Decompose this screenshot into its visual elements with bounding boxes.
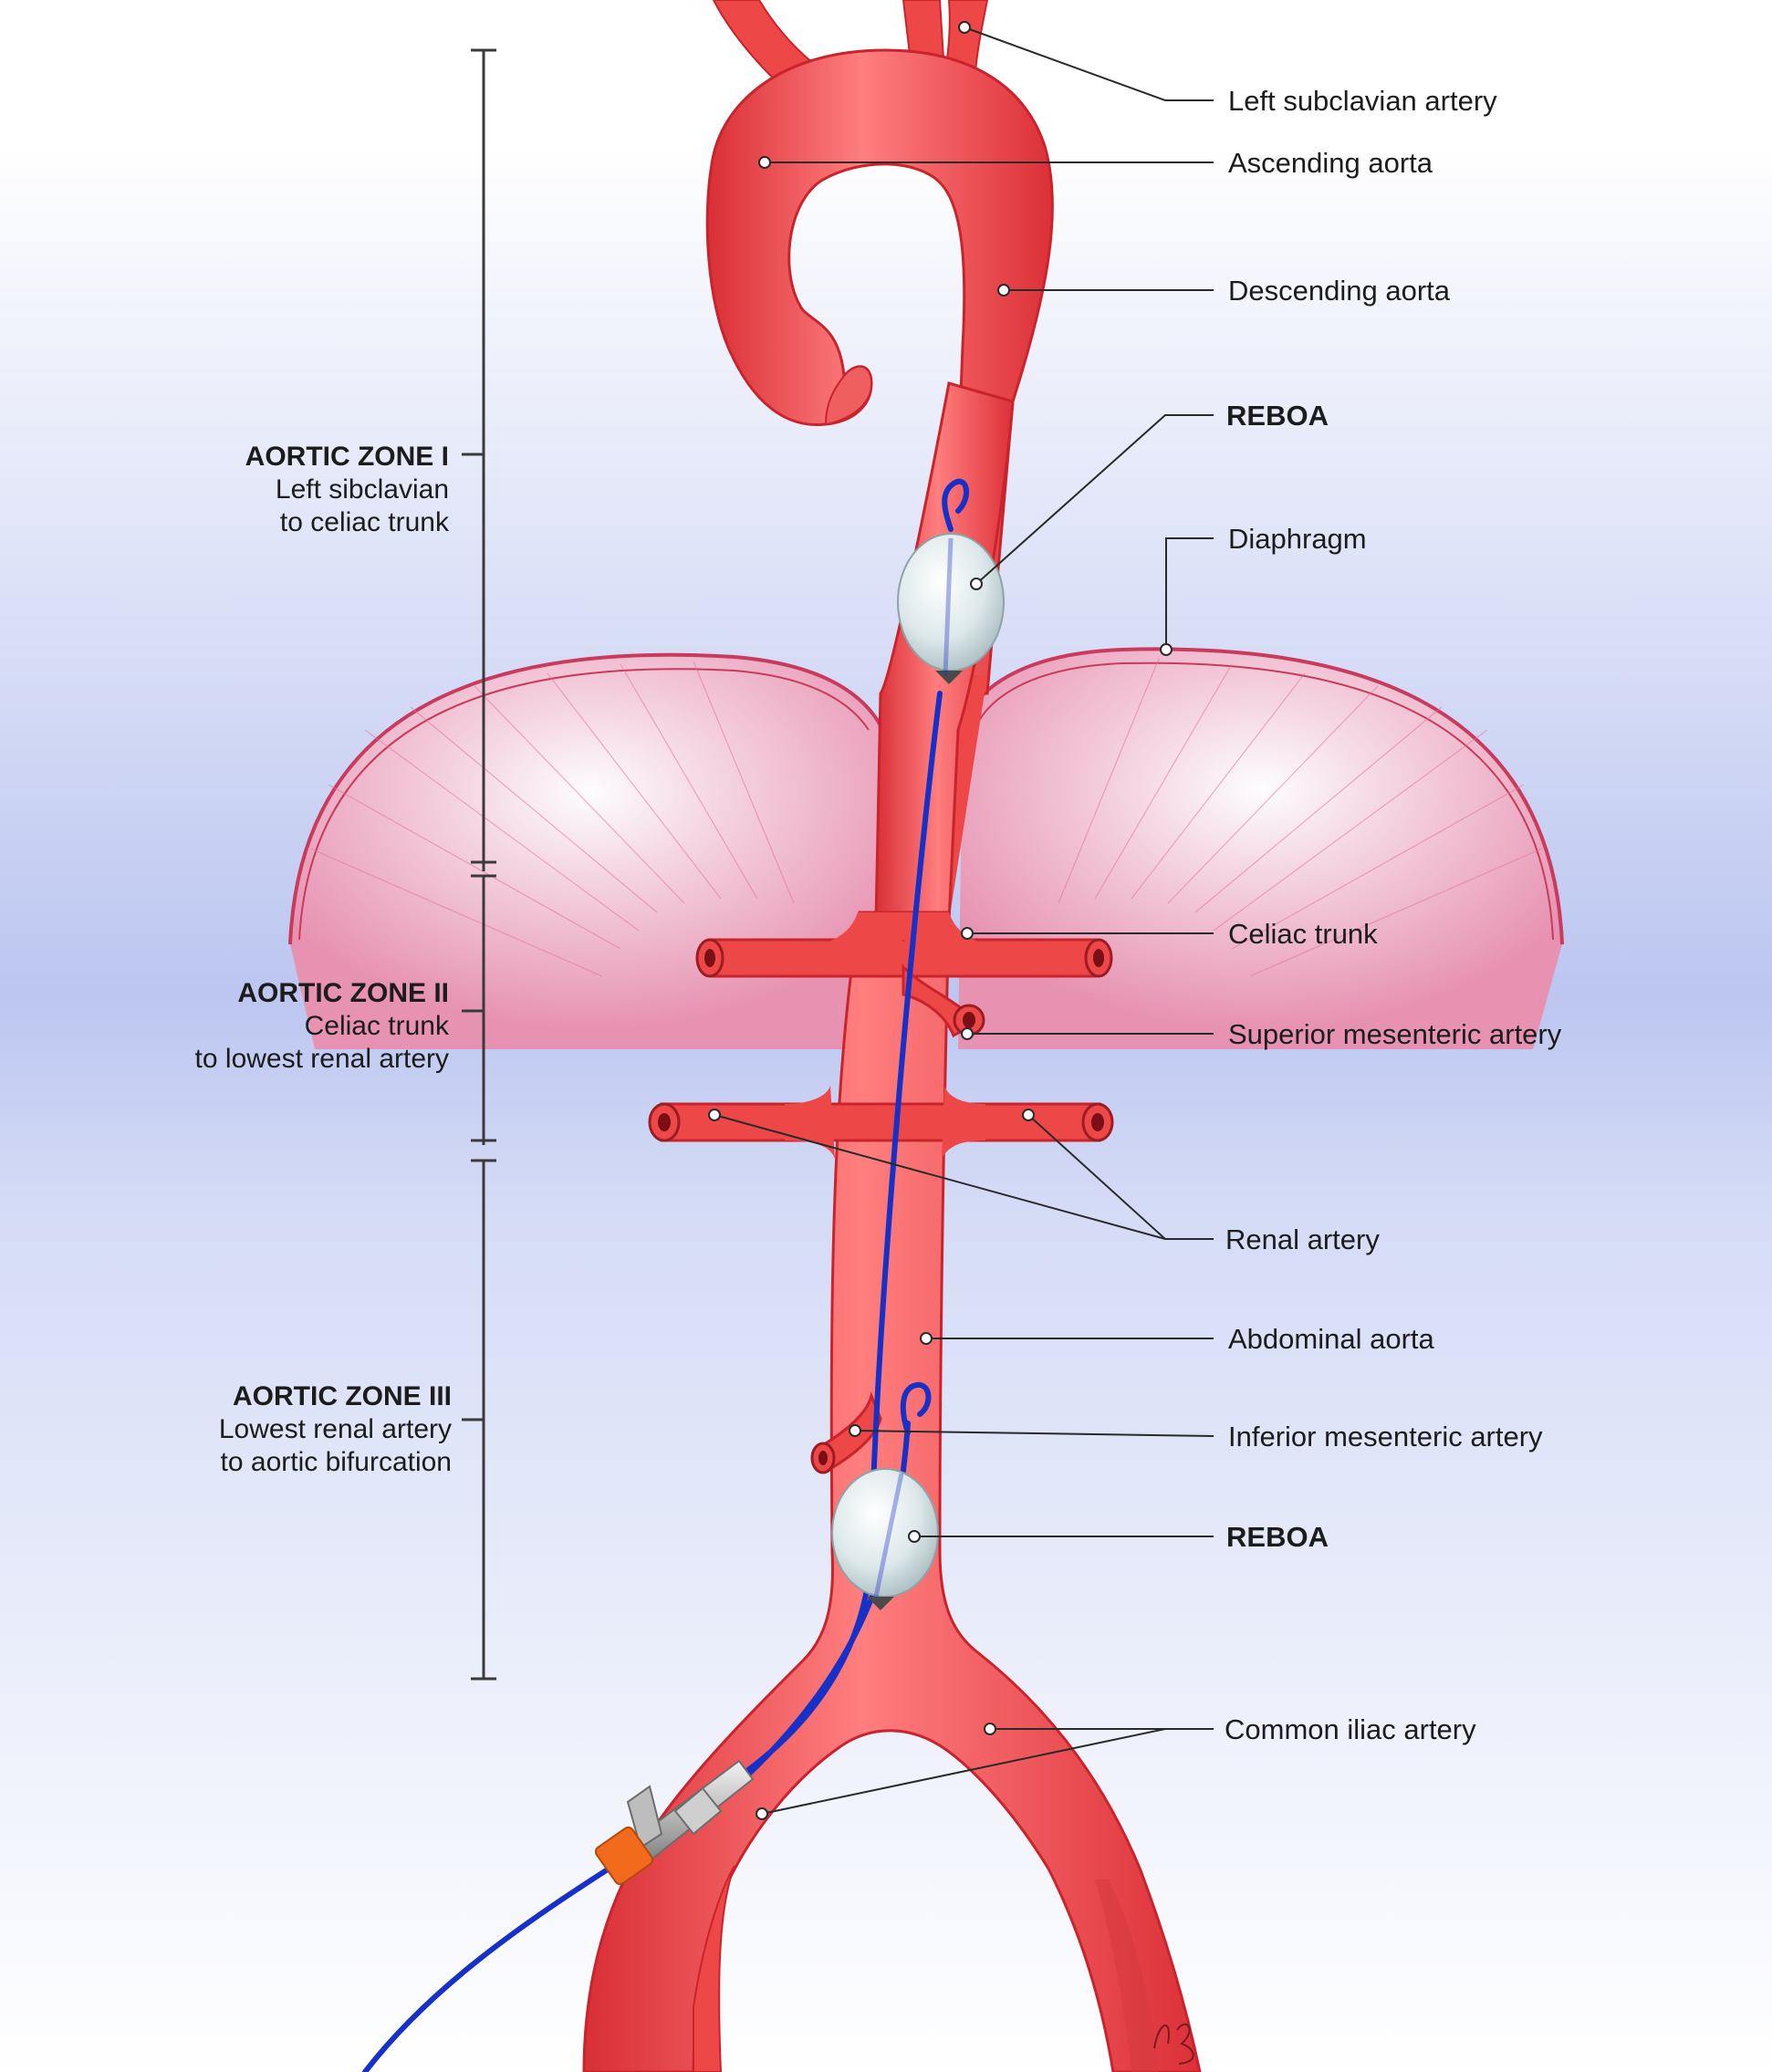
label-ima: Inferior mesenteric artery — [1228, 1421, 1543, 1452]
zone-2-label: AORTIC ZONE II Celiac trunk to lowest re… — [195, 978, 450, 1074]
anatomy-labels: Left subclavian artery Ascending aorta D… — [1225, 85, 1562, 1745]
label-left-subclavian: Left subclavian artery — [1228, 85, 1497, 117]
zone-3-title: AORTIC ZONE III — [233, 1381, 452, 1411]
label-common-iliac: Common iliac artery — [1225, 1713, 1476, 1745]
zone-2-line2: to lowest renal artery — [195, 1044, 449, 1074]
left-internal-iliac — [693, 1865, 735, 2072]
leader-lines — [714, 26, 1214, 1815]
label-sma: Superior mesenteric artery — [1228, 1018, 1562, 1050]
label-ascending-aorta: Ascending aorta — [1228, 147, 1433, 179]
label-reboa-lower: REBOA — [1226, 1521, 1329, 1553]
superior-mesenteric-vessel — [902, 963, 985, 1038]
artist-signature-icon — [1153, 2023, 1194, 2065]
label-reboa-upper: REBOA — [1226, 400, 1329, 432]
label-abdominal-aorta: Abdominal aorta — [1228, 1323, 1435, 1355]
zone-3-line2: to aortic bifurcation — [221, 1447, 452, 1477]
label-renal-artery: Renal artery — [1225, 1223, 1380, 1255]
label-diaphragm: Diaphragm — [1228, 523, 1367, 555]
introducer-sheath — [594, 1759, 755, 1886]
aortic-root — [824, 365, 873, 426]
celiac-trunk-vessel — [695, 912, 1113, 978]
zone-3-label: AORTIC ZONE III Lowest renal artery to a… — [219, 1381, 452, 1477]
reboa-balloon-lower — [831, 1468, 939, 1610]
zone-2-title: AORTIC ZONE II — [237, 978, 449, 1008]
label-celiac-trunk: Celiac trunk — [1228, 918, 1378, 950]
leader-dots — [708, 21, 1173, 1820]
label-descending-aorta: Descending aorta — [1228, 275, 1451, 307]
zone-3-line1: Lowest renal artery — [219, 1414, 452, 1444]
zone-1-line1: Left sibclavian — [276, 474, 449, 505]
zone-1-label: AORTIC ZONE I Left sibclavian to celiac … — [245, 442, 450, 537]
right-internal-iliac — [1095, 1879, 1159, 2072]
zone-1-line2: to celiac trunk — [280, 507, 450, 537]
zone-1-title: AORTIC ZONE I — [245, 442, 449, 472]
reboa-balloon-upper — [897, 533, 1005, 684]
zone-brackets — [462, 48, 496, 1681]
zone-2-line1: Celiac trunk — [305, 1011, 450, 1041]
